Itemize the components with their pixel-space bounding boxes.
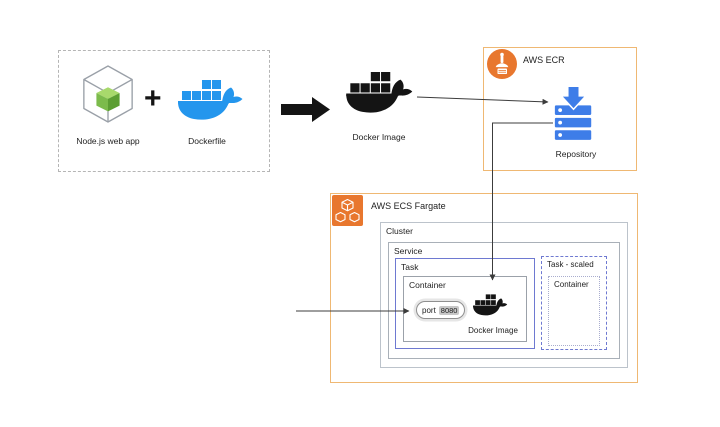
scaled-container-label: Container xyxy=(554,280,589,289)
plus-icon: + xyxy=(144,82,162,115)
aws-ecr-icon xyxy=(487,49,517,79)
dockerfile-label: Dockerfile xyxy=(188,136,226,146)
repository-label: Repository xyxy=(555,149,597,159)
aws-ecr-group xyxy=(483,47,637,171)
task-scaled-label: Task - scaled xyxy=(547,260,594,269)
service-label: Service xyxy=(394,246,423,256)
cluster-label: Cluster xyxy=(386,226,413,236)
container-label: Container xyxy=(409,280,446,290)
port-word: port xyxy=(422,305,436,315)
task-scaled-container-box: Container xyxy=(548,276,600,346)
aws-ecs-fargate-group xyxy=(330,193,638,383)
nodejs-app-label: Node.js web app xyxy=(76,136,140,146)
aws-ecs-fargate-icon xyxy=(332,195,363,226)
container-port-chip: port 8080 xyxy=(416,301,466,319)
aws-ecr-title: AWS ECR xyxy=(523,55,565,65)
container-docker-image-whale-icon xyxy=(473,294,508,316)
docker-image-label: Docker Image xyxy=(352,132,406,142)
ecr-repository-icon xyxy=(554,86,592,140)
ecs-task-scaled-box: Task - scaled xyxy=(541,256,607,350)
build-to-image-arrow xyxy=(281,97,330,122)
container-docker-image-label: Docker Image xyxy=(468,326,518,335)
ecs-task-box: Task xyxy=(395,258,535,349)
build-source-group xyxy=(58,50,270,172)
docker-image-whale-icon xyxy=(346,72,413,113)
port-number-badge: 8080 xyxy=(438,305,460,315)
task-label: Task xyxy=(401,262,419,272)
aws-ecs-fargate-title: AWS ECS Fargate xyxy=(371,201,446,211)
nodejs-app-icon xyxy=(83,65,133,123)
dockerfile-whale-icon xyxy=(178,80,243,120)
